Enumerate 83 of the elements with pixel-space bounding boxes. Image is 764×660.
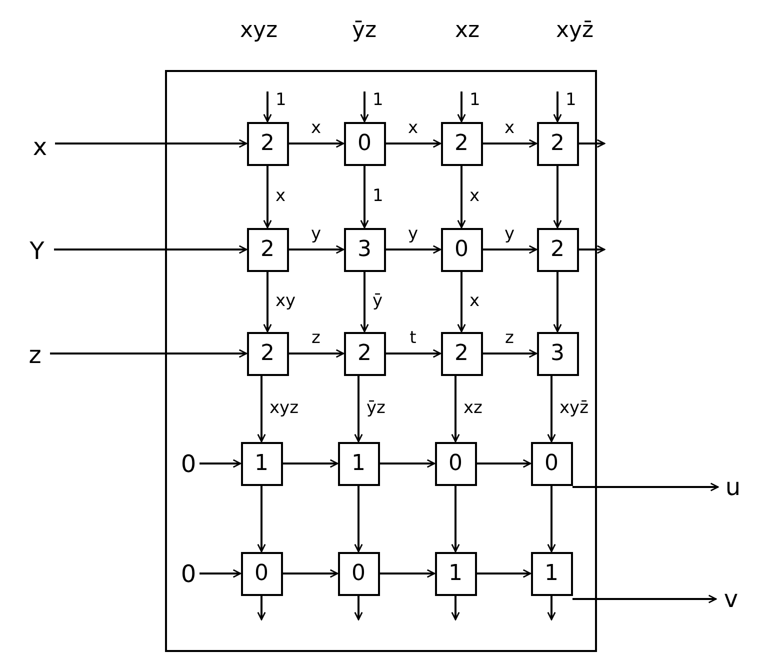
arrow bbox=[386, 245, 442, 254]
column-header: xyz bbox=[240, 18, 278, 43]
arrow bbox=[553, 166, 562, 228]
cell-box: 0 bbox=[530, 442, 572, 486]
cell-box: 2 bbox=[536, 228, 578, 272]
cell-box: 0 bbox=[240, 552, 282, 596]
cell-box: 2 bbox=[440, 122, 482, 166]
arrow bbox=[451, 376, 460, 442]
arrow bbox=[451, 596, 460, 620]
edge-label: ȳz bbox=[364, 399, 388, 418]
arrow bbox=[482, 245, 538, 254]
cell-box: 2 bbox=[246, 228, 288, 272]
arrow bbox=[386, 349, 442, 358]
arrow bbox=[360, 272, 369, 332]
cell-box: 0 bbox=[440, 228, 482, 272]
arrow bbox=[360, 166, 369, 228]
cell-box: 0 bbox=[434, 442, 476, 486]
column-header: xyz̄ bbox=[556, 18, 594, 43]
arrow bbox=[451, 486, 460, 552]
arrow bbox=[386, 139, 442, 148]
arrow bbox=[50, 349, 248, 358]
arrow bbox=[360, 92, 369, 122]
cell-box: 0 bbox=[338, 552, 380, 596]
arrow bbox=[547, 596, 556, 620]
arrow bbox=[482, 139, 538, 148]
arrow bbox=[257, 376, 266, 442]
arrow bbox=[288, 349, 344, 358]
cell-box: 2 bbox=[536, 122, 578, 166]
arrow bbox=[200, 459, 242, 468]
cell-box: 1 bbox=[434, 552, 476, 596]
arrow bbox=[457, 272, 466, 332]
cell-box: 2 bbox=[246, 122, 288, 166]
arrow bbox=[553, 92, 562, 122]
arrow bbox=[263, 272, 272, 332]
signal-label: Y bbox=[20, 234, 54, 268]
cell-box: 1 bbox=[338, 442, 380, 486]
cell-box: 2 bbox=[344, 332, 386, 376]
arrow bbox=[263, 92, 272, 122]
signal-label: v bbox=[716, 582, 746, 616]
arrow bbox=[200, 569, 242, 578]
cell-box: 3 bbox=[536, 332, 578, 376]
arrow bbox=[482, 349, 538, 358]
arrow bbox=[288, 139, 344, 148]
arrow bbox=[553, 272, 562, 332]
signal-label: u bbox=[718, 470, 748, 504]
signal-label: 0 bbox=[178, 446, 200, 480]
signal-label: x bbox=[25, 130, 55, 164]
arrow bbox=[457, 92, 466, 122]
cell-box: 2 bbox=[440, 332, 482, 376]
arrow bbox=[257, 596, 266, 620]
arrow bbox=[282, 459, 338, 468]
arrow bbox=[354, 376, 363, 442]
cell-box: 2 bbox=[246, 332, 288, 376]
arrow bbox=[457, 166, 466, 228]
edge-label: xyz̄ bbox=[558, 399, 591, 418]
column-header: xz bbox=[455, 18, 480, 43]
arrow bbox=[54, 245, 248, 254]
arrow bbox=[578, 245, 606, 254]
arrow bbox=[354, 486, 363, 552]
cell-box: 3 bbox=[344, 228, 386, 272]
array-frame bbox=[165, 70, 597, 652]
cell-box: 1 bbox=[530, 552, 572, 596]
arrow bbox=[354, 596, 363, 620]
arrow bbox=[547, 486, 556, 552]
arrow bbox=[288, 245, 344, 254]
edge-label: ȳ bbox=[370, 292, 385, 311]
cell-box: 1 bbox=[240, 442, 282, 486]
arrow bbox=[572, 594, 717, 604]
column-header: ȳz bbox=[352, 18, 377, 43]
arrow bbox=[257, 486, 266, 552]
arrow bbox=[476, 569, 532, 578]
signal-label: z bbox=[20, 338, 50, 372]
signal-label: 0 bbox=[178, 556, 200, 590]
cell-box: 0 bbox=[344, 122, 386, 166]
arrow bbox=[547, 376, 556, 442]
arrow bbox=[55, 139, 248, 148]
arrow bbox=[263, 166, 272, 228]
arrow bbox=[476, 459, 532, 468]
arrow bbox=[380, 459, 436, 468]
arrow bbox=[572, 482, 719, 492]
arrow bbox=[380, 569, 436, 578]
arrow bbox=[578, 139, 606, 148]
arrow bbox=[282, 569, 338, 578]
